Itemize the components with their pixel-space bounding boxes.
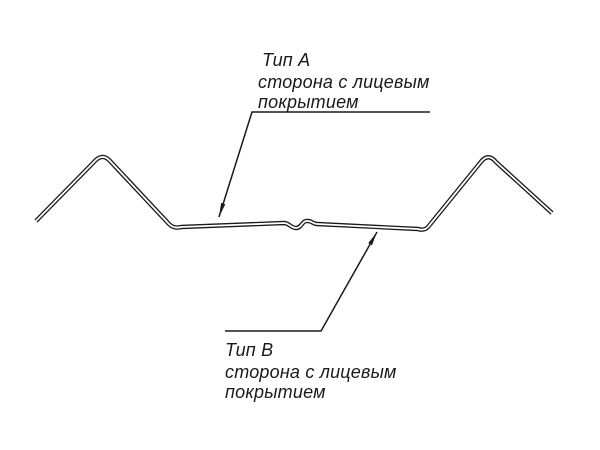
label-type-b-line3: покрытием bbox=[225, 382, 326, 402]
leader-a-arrowhead-icon bbox=[219, 202, 226, 217]
label-type-a-line3: покрытием bbox=[258, 92, 359, 112]
label-type-a: Тип А сторона с лицевым покрытием bbox=[258, 50, 430, 112]
label-type-a-line2: сторона с лицевым bbox=[258, 72, 430, 92]
leader-b-line bbox=[225, 231, 378, 332]
label-type-a-title: Тип А bbox=[262, 50, 310, 70]
label-type-b-title: Тип В bbox=[225, 340, 273, 360]
leader-a-line bbox=[218, 111, 430, 218]
profile-inner-stroke bbox=[35, 156, 553, 231]
profile-outline bbox=[34, 154, 554, 232]
profile-outer-stroke bbox=[34, 154, 554, 232]
leader-b bbox=[225, 231, 378, 332]
leader-b-arrowhead-icon bbox=[368, 232, 377, 246]
label-type-b-line2: сторона с лицевым bbox=[225, 362, 397, 382]
leader-a bbox=[218, 111, 430, 218]
label-type-b: Тип В сторона с лицевым покрытием bbox=[225, 340, 397, 402]
